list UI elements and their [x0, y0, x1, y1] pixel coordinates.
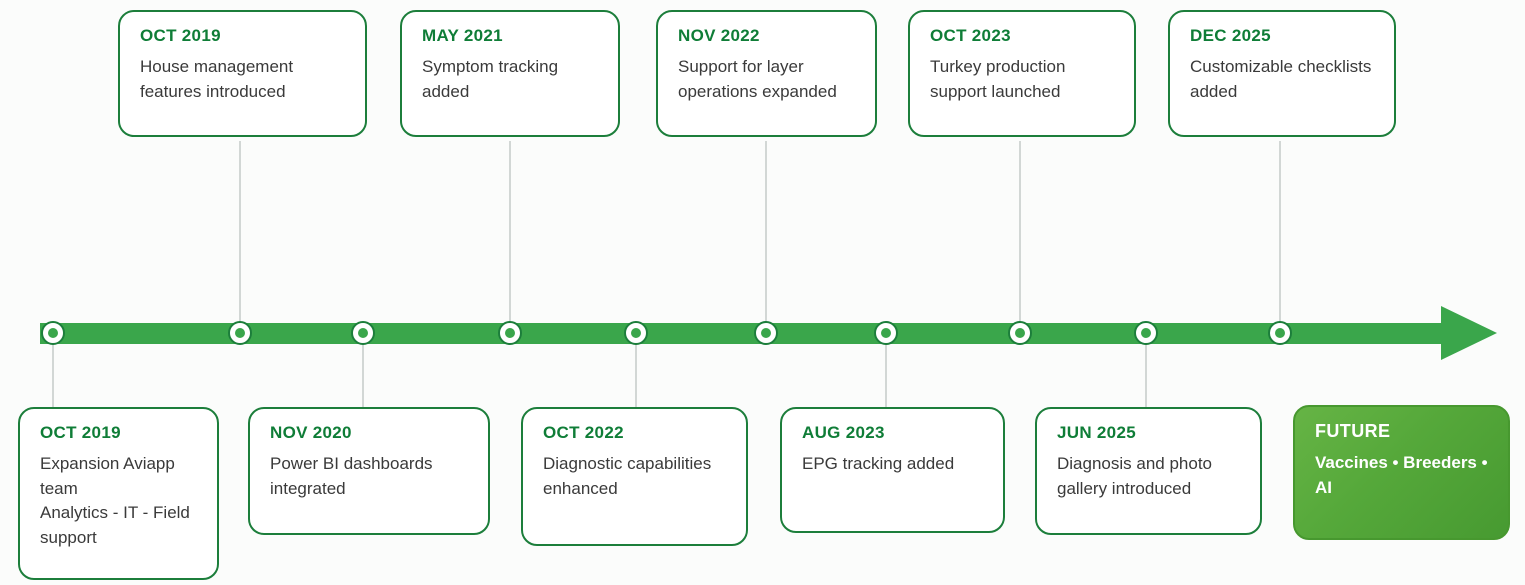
- timeline-node: [1268, 321, 1292, 345]
- connector-line: [635, 333, 637, 407]
- connector-line: [52, 333, 54, 407]
- timeline-card-future: FUTURE Vaccines • Breeders • AI: [1293, 405, 1510, 540]
- connector-line: [239, 141, 241, 333]
- connector-line: [1279, 141, 1281, 333]
- timeline-card-jun-2025: JUN 2025 Diagnosis and photo gallery int…: [1035, 407, 1262, 535]
- node-dot-icon: [881, 328, 891, 338]
- card-text: Customizable checklists added: [1190, 57, 1372, 101]
- card-date: OCT 2019: [140, 26, 221, 45]
- connector-line: [765, 141, 767, 333]
- card-text: Diagnostic capabilities enhanced: [543, 454, 712, 498]
- connector-line: [1019, 141, 1021, 333]
- node-dot-icon: [358, 328, 368, 338]
- connector-line: [362, 333, 364, 407]
- node-dot-icon: [1141, 328, 1151, 338]
- card-text: Turkey production support launched: [930, 57, 1066, 101]
- card-date: OCT 2019: [40, 423, 121, 442]
- card-text: Symptom tracking added: [422, 57, 559, 101]
- timeline-node: [351, 321, 375, 345]
- node-dot-icon: [505, 328, 515, 338]
- timeline-arrowhead-icon: [1441, 306, 1497, 360]
- connector-line: [885, 333, 887, 407]
- card-text: EPG tracking added: [802, 454, 955, 473]
- card-date: JUN 2025: [1057, 423, 1136, 442]
- node-dot-icon: [235, 328, 245, 338]
- card-text: House management features introduced: [140, 57, 294, 101]
- timeline-node: [41, 321, 65, 345]
- timeline-card-oct-2022: OCT 2022 Diagnostic capabilities enhance…: [521, 407, 748, 546]
- timeline-card-oct-2019-top: OCT 2019 House management features intro…: [118, 10, 367, 137]
- card-text: Diagnosis and photo gallery introduced: [1057, 454, 1213, 498]
- card-date: DEC 2025: [1190, 26, 1271, 45]
- card-title: FUTURE: [1315, 421, 1391, 441]
- node-dot-icon: [48, 328, 58, 338]
- timeline-node: [874, 321, 898, 345]
- connector-line: [1145, 333, 1147, 407]
- node-dot-icon: [761, 328, 771, 338]
- card-date: OCT 2022: [543, 423, 624, 442]
- connector-line: [509, 141, 511, 333]
- card-text: Support for layer operations expanded: [678, 57, 837, 101]
- card-text: Power BI dashboards integrated: [270, 454, 433, 498]
- timeline-card-aug-2023: AUG 2023 EPG tracking added: [780, 407, 1005, 533]
- card-date: AUG 2023: [802, 423, 885, 442]
- card-text: Vaccines • Breeders • AI: [1315, 453, 1488, 497]
- node-dot-icon: [1015, 328, 1025, 338]
- card-date: OCT 2023: [930, 26, 1011, 45]
- timeline-bar: [40, 323, 1443, 344]
- card-text: Expansion Aviapp team Analytics - IT - F…: [40, 454, 190, 547]
- timeline-node: [1134, 321, 1158, 345]
- timeline-card-oct-2023: OCT 2023 Turkey production support launc…: [908, 10, 1136, 137]
- timeline-card-nov-2020: NOV 2020 Power BI dashboards integrated: [248, 407, 490, 535]
- timeline-node: [624, 321, 648, 345]
- timeline-node: [228, 321, 252, 345]
- card-date: MAY 2021: [422, 26, 503, 45]
- timeline-card-oct-2019-bottom: OCT 2019 Expansion Aviapp team Analytics…: [18, 407, 219, 580]
- timeline-node: [1008, 321, 1032, 345]
- timeline-card-dec-2025: DEC 2025 Customizable checklists added: [1168, 10, 1396, 137]
- node-dot-icon: [1275, 328, 1285, 338]
- timeline-card-may-2021: MAY 2021 Symptom tracking added: [400, 10, 620, 137]
- timeline-node: [498, 321, 522, 345]
- card-date: NOV 2020: [270, 423, 352, 442]
- timeline-card-nov-2022: NOV 2022 Support for layer operations ex…: [656, 10, 877, 137]
- node-dot-icon: [631, 328, 641, 338]
- card-date: NOV 2022: [678, 26, 760, 45]
- timeline-node: [754, 321, 778, 345]
